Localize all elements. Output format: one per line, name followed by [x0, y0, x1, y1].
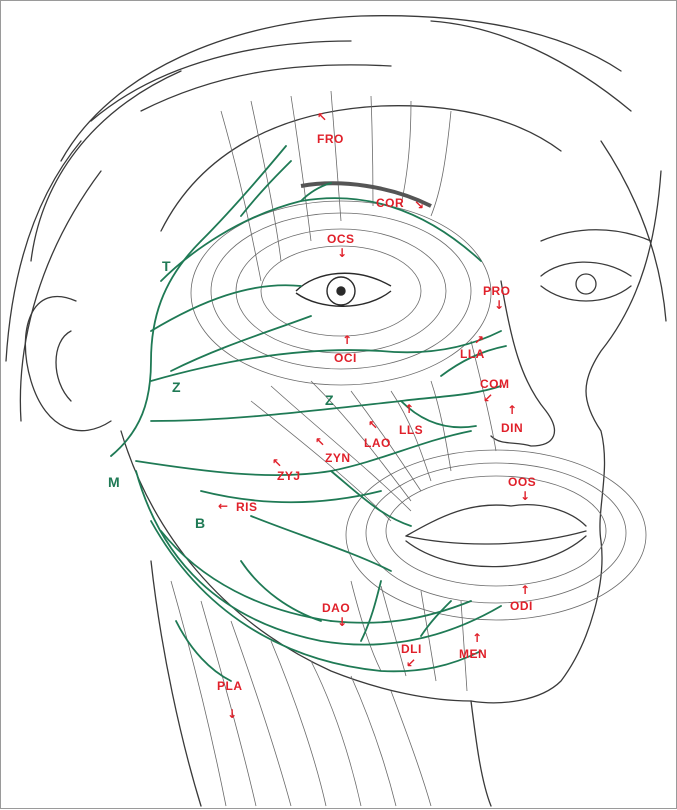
- muscle-label-levator-anguli-oris: LAO: [364, 437, 391, 449]
- orbicularis-oris-inferior-arrow: ↑: [520, 584, 530, 596]
- orbicularis-oculi-inferior-arrow: ↑: [342, 334, 352, 346]
- muscle-label-levator-labii-alaeque: LLA: [460, 348, 485, 360]
- orbicularis-oculi-superior-arrow: ↓: [337, 247, 347, 259]
- compressor-naris-arrow: ↙: [483, 392, 493, 404]
- muscle-label-frontalis: FRO: [317, 133, 344, 145]
- hairline: [161, 106, 561, 231]
- levator-labii-superioris-arrow: ↑: [404, 403, 414, 415]
- depressor-labii-inferioris-arrow: ↙: [406, 657, 416, 669]
- nerve-trunk: [111, 241, 201, 456]
- risorius-arrow: ←: [218, 500, 228, 512]
- facial-nerve-branches: [111, 146, 506, 681]
- muscle-label-mentalis: MEN: [459, 648, 487, 660]
- frontalis-arrow: ↖: [317, 111, 327, 123]
- muscle-label-levator-labii-superioris: LLS: [399, 424, 423, 436]
- neck-right: [471, 701, 491, 806]
- muscle-label-orbicularis-oculi-superior: OCS: [327, 233, 355, 245]
- muscle-label-risorius: RIS: [236, 501, 258, 513]
- procerus-arrow: ↓: [494, 299, 504, 311]
- nerve-label-zygomatic-1: Z: [172, 380, 181, 394]
- mentalis-arrow: ↑: [472, 632, 482, 644]
- muscle-label-zygomaticus-minor: ZYN: [325, 452, 351, 464]
- face-outline: [471, 171, 661, 703]
- depressor-anguli-oris-arrow: ↓: [337, 616, 347, 628]
- nerve-label-buccal: B: [195, 516, 206, 530]
- orbicularis-oris-superior-arrow: ↓: [520, 490, 530, 502]
- corrugator-arrow: ↘: [414, 199, 424, 211]
- lip-line: [406, 531, 586, 544]
- levator-labii-alaeque-arrow: ↗: [474, 334, 484, 346]
- nerve-label-zygomatic-2: Z: [325, 393, 334, 407]
- muscle-label-platysma: PLA: [217, 680, 243, 692]
- muscle-label-corrugator: COR: [376, 197, 404, 209]
- upper-lip: [406, 505, 586, 536]
- muscle-label-orbicularis-oculi-inferior: OCI: [334, 352, 357, 364]
- zygomaticus-major-arrow: ↖: [272, 457, 282, 469]
- muscle-label-depressor-labii-inferioris: DLI: [401, 643, 422, 655]
- platysma-arrow: ↓: [227, 708, 237, 720]
- muscle-label-depressor-anguli-oris: DAO: [322, 602, 350, 614]
- muscle-label-dilator-naris: DIN: [501, 422, 523, 434]
- nerve-label-marginal-mandibular: M: [108, 475, 120, 489]
- muscle-label-orbicularis-oris-superior: OOS: [508, 476, 536, 488]
- nerve-label-temporal: T: [162, 259, 171, 273]
- muscle-label-orbicularis-oris-inferior: ODI: [510, 600, 533, 612]
- cervical-branch: [151, 521, 481, 671]
- dilator-naris-arrow: ↑: [507, 404, 517, 416]
- levator-anguli-oris-arrow: ↖: [368, 419, 378, 431]
- muscle-label-compressor-naris: COM: [480, 378, 510, 390]
- ear-outline: [25, 296, 111, 430]
- muscle-label-zygomaticus-major: ZYJ: [277, 470, 301, 482]
- buccal-branch: [136, 431, 471, 475]
- zygomaticus-minor-arrow: ↖: [315, 436, 325, 448]
- zygomatic-branch-upper: [151, 285, 301, 331]
- muscle-label-procerus: PRO: [483, 285, 511, 297]
